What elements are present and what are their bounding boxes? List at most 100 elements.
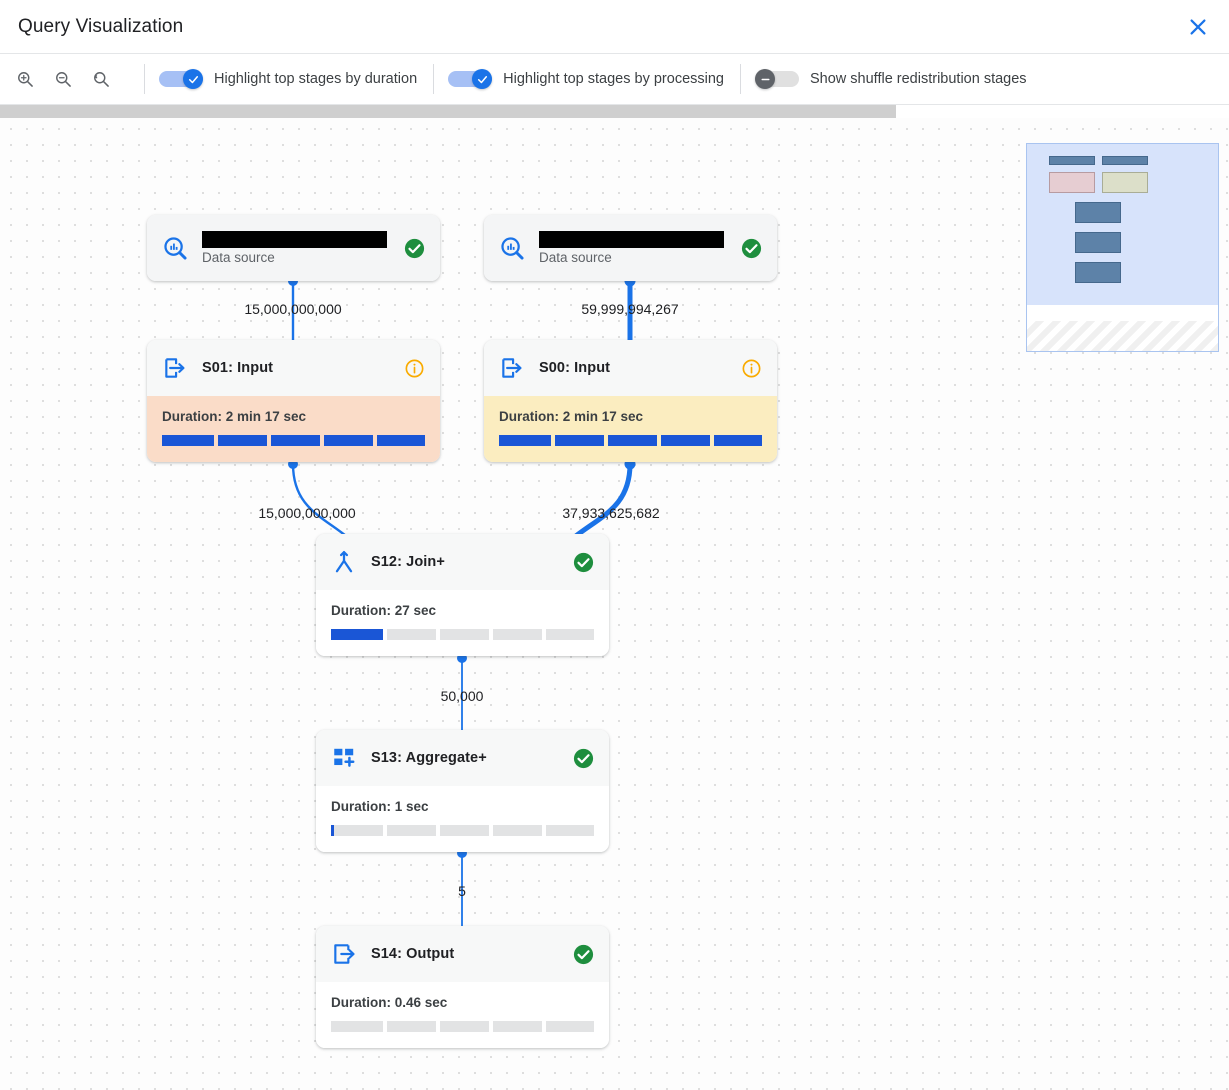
node-header: S13: Aggregate+ xyxy=(316,730,609,786)
node-body: Duration: 2 min 17 sec xyxy=(147,396,440,462)
bigquery-data-source-icon xyxy=(498,234,526,262)
minimap-node xyxy=(1049,172,1095,193)
node-stage-s14-output[interactable]: S14: Output Duration: 0.46 sec xyxy=(316,926,609,1048)
input-arrow-icon xyxy=(161,354,189,382)
graph-canvas-area: 15,000,000,000 59,999,994,267 15,000,000… xyxy=(0,105,1229,1090)
node-stage-s00-input[interactable]: S00: Input Duration: 2 min 17 sec xyxy=(484,340,777,462)
node-data-source-text: Data source xyxy=(202,231,389,265)
switch-thumb xyxy=(755,69,775,89)
minimap-node xyxy=(1075,262,1121,283)
node-header: Data source xyxy=(147,215,440,281)
minus-icon xyxy=(760,78,770,80)
minimap-viewport[interactable] xyxy=(1027,144,1218,306)
node-subtitle: Data source xyxy=(539,250,612,265)
toggle-highlight-duration-switch[interactable] xyxy=(159,69,203,89)
node-body: Duration: 27 sec xyxy=(316,590,609,656)
minimap-node xyxy=(1075,232,1121,253)
node-header: S14: Output xyxy=(316,926,609,982)
redacted-table-name xyxy=(539,231,724,248)
node-data-source-right[interactable]: Data source xyxy=(484,215,777,281)
switch-thumb xyxy=(183,69,203,89)
node-title: S14: Output xyxy=(371,946,455,962)
node-body: Duration: 2 min 17 sec xyxy=(484,396,777,462)
node-title: S12: Join+ xyxy=(371,554,445,570)
toggle-highlight-processing-switch[interactable] xyxy=(448,69,493,89)
output-arrow-icon xyxy=(330,940,358,968)
toolbar-divider xyxy=(433,64,435,94)
check-circle-icon xyxy=(404,238,424,258)
zoom-out-button[interactable] xyxy=(48,64,78,94)
node-duration: Duration: 0.46 sec xyxy=(331,995,448,1010)
progress-bar-fill xyxy=(162,435,425,446)
node-stage-s13-aggregate[interactable]: S13: Aggregate+ Duration: 1 sec xyxy=(316,730,609,852)
join-icon xyxy=(330,548,358,576)
progress-bar xyxy=(331,1021,594,1032)
check-circle-icon xyxy=(573,748,593,768)
zoom-controls xyxy=(10,64,130,94)
toggle-shuffle-stages-label: Show shuffle redistribution stages xyxy=(810,71,1027,87)
node-header: Data source xyxy=(484,215,777,281)
close-icon xyxy=(1190,18,1206,35)
close-button[interactable] xyxy=(1181,10,1215,44)
redacted-table-name xyxy=(202,231,387,248)
horizontal-scrollbar-thumb[interactable] xyxy=(0,105,896,118)
edge-label-s01-s12: 15,000,000,000 xyxy=(258,505,356,521)
edge-label-s00-s12: 37,933,625,682 xyxy=(562,505,660,521)
progress-bar-fill xyxy=(331,629,387,640)
status-badge-success xyxy=(402,236,426,260)
node-duration: Duration: 2 min 17 sec xyxy=(162,409,307,424)
toggle-shuffle-stages-switch[interactable] xyxy=(755,69,799,89)
switch-thumb xyxy=(472,69,493,89)
status-badge-info[interactable] xyxy=(402,356,426,380)
node-header: S12: Join+ xyxy=(316,534,609,590)
minimap-overview[interactable] xyxy=(1026,143,1219,352)
check-circle-icon xyxy=(573,552,593,572)
bigquery-data-source-icon xyxy=(161,234,189,262)
status-badge-success xyxy=(571,746,595,770)
visualization-toolbar: Highlight top stages by duration Highlig… xyxy=(0,53,1229,105)
info-circle-icon xyxy=(405,359,423,377)
toolbar-divider xyxy=(144,64,145,94)
toggle-shuffle-stages[interactable]: Show shuffle redistribution stages xyxy=(755,69,1029,89)
node-header: S01: Input xyxy=(147,340,440,396)
node-subtitle: Data source xyxy=(202,250,275,265)
progress-bar xyxy=(162,435,425,446)
info-circle-icon xyxy=(742,359,760,377)
edge-label-s12-s13: 50,000 xyxy=(440,688,484,704)
node-duration: Duration: 1 sec xyxy=(331,799,429,814)
node-data-source-left[interactable]: Data source xyxy=(147,215,440,281)
node-title: S13: Aggregate+ xyxy=(371,750,487,766)
status-badge-info[interactable] xyxy=(739,356,763,380)
check-icon xyxy=(477,75,487,83)
node-body: Duration: 1 sec xyxy=(316,786,609,852)
minimap-node xyxy=(1102,172,1148,193)
check-circle-icon xyxy=(573,944,593,964)
toolbar-divider xyxy=(740,64,741,94)
check-circle-icon xyxy=(741,238,761,258)
page-title: Query Visualization xyxy=(18,15,184,37)
node-title: S00: Input xyxy=(539,360,611,376)
status-badge-success xyxy=(571,550,595,574)
node-stage-s12-join[interactable]: S12: Join+ Duration: 27 sec xyxy=(316,534,609,656)
minimap-out-of-bounds-area xyxy=(1027,321,1218,351)
node-data-source-text: Data source xyxy=(539,231,726,265)
node-header: S00: Input xyxy=(484,340,777,396)
status-badge-success xyxy=(739,236,763,260)
input-arrow-icon xyxy=(498,354,526,382)
toggle-highlight-processing[interactable]: Highlight top stages by processing xyxy=(448,69,726,89)
zoom-in-button[interactable] xyxy=(10,64,40,94)
minimap-node xyxy=(1075,202,1121,223)
node-title: S01: Input xyxy=(202,360,274,376)
horizontal-scrollbar[interactable] xyxy=(0,105,1229,118)
aggregate-icon xyxy=(330,744,358,772)
edge-label-dsright-s00: 59,999,994,267 xyxy=(581,301,679,317)
node-stage-s01-input[interactable]: S01: Input Duration: 2 min 17 sec xyxy=(147,340,440,462)
node-duration: Duration: 27 sec xyxy=(331,603,437,618)
zoom-reset-button[interactable] xyxy=(86,64,116,94)
check-icon xyxy=(188,75,198,83)
zoom-reset-icon xyxy=(94,72,109,87)
graph-canvas[interactable]: 15,000,000,000 59,999,994,267 15,000,000… xyxy=(0,118,1229,1090)
progress-bar-fill xyxy=(331,825,334,836)
toggle-highlight-duration[interactable]: Highlight top stages by duration xyxy=(159,69,419,89)
toggle-highlight-duration-label: Highlight top stages by duration xyxy=(214,71,418,87)
